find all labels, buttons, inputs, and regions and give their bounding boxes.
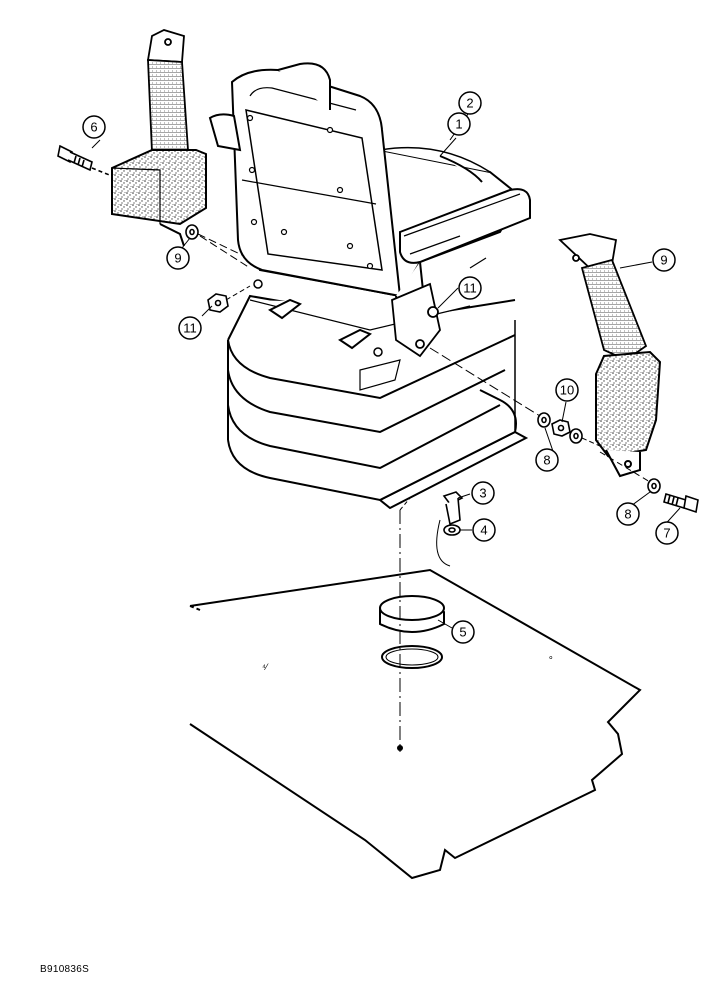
callout-11-left: 11 (178, 316, 202, 340)
left-armrest (208, 113, 242, 152)
callout-10-label: 10 (560, 383, 574, 398)
right-belt-buckle (595, 350, 662, 478)
plug (379, 595, 445, 633)
callout-8-right: 8 (616, 502, 640, 526)
callout-7: 7 (655, 521, 679, 545)
callout-9-left: 9 (166, 246, 190, 270)
callout-8-middle-label: 8 (543, 453, 550, 468)
svg-text:∘: ∘ (548, 652, 554, 662)
callout-10: 10 (555, 378, 579, 402)
callout-1: 1 (447, 112, 471, 136)
washer-8-nut (569, 428, 583, 444)
callout-11-left-label: 11 (183, 321, 197, 336)
callout-6-label: 6 (90, 120, 97, 135)
callout-2: 2 (458, 91, 482, 115)
center-point (397, 745, 403, 751)
callout-3-label: 3 (479, 486, 486, 501)
seat-back (230, 62, 402, 298)
floor-plate: ⁴⁄ ∘ (189, 568, 642, 880)
svg-text:⁴⁄: ⁴⁄ (262, 662, 269, 672)
figure-reference-code: B910836S (40, 964, 90, 975)
callout-3: 3 (471, 481, 495, 505)
bolt-3 (442, 491, 464, 526)
washer-4 (443, 524, 461, 536)
callout-2-label: 2 (466, 96, 473, 111)
bolt-7 (663, 492, 699, 514)
callout-9-left-label: 9 (174, 251, 181, 266)
washer-8-middle (537, 412, 551, 428)
callout-4: 4 (472, 518, 496, 542)
floor-opening (381, 645, 443, 669)
callout-4-label: 4 (480, 523, 487, 538)
right-belt-strap (558, 233, 648, 362)
bolt-6 (57, 144, 113, 177)
callout-6: 6 (82, 115, 106, 139)
left-belt-buckle (111, 149, 207, 247)
callout-11-right-label: 11 (463, 281, 477, 296)
nut-10 (551, 419, 571, 437)
seat-suspension (227, 294, 529, 510)
callout-8-middle: 8 (535, 448, 559, 472)
callout-1-label: 1 (455, 117, 462, 132)
callout-5-label: 5 (459, 625, 466, 640)
callout-7-label: 7 (663, 526, 670, 541)
leader-4-extra (436, 519, 451, 567)
washer-8-right (647, 478, 661, 494)
side-bracket (391, 282, 441, 358)
callout-8-right-label: 8 (624, 507, 631, 522)
callout-9-right-label: 9 (660, 253, 667, 268)
callout-11-right: 11 (458, 276, 482, 300)
left-belt-strap (146, 29, 189, 153)
nut-11-left (207, 285, 251, 313)
seat-back-rivets (246, 114, 374, 270)
callout-9-right: 9 (652, 248, 676, 272)
washer-9-left (185, 224, 199, 240)
callout-5: 5 (451, 620, 475, 644)
